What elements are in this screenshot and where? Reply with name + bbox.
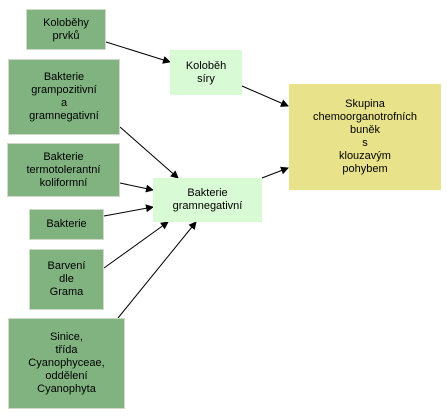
node-bakterie-termotolerantni: Bakterie termotolerantní koliformní <box>7 143 120 197</box>
edge-grampozitivni-to-gramnegativni <box>119 126 179 179</box>
node-bakterie: Bakterie <box>29 209 104 240</box>
node-skupina-label: Skupina chemoorganotrofních buněk s klou… <box>313 98 417 175</box>
node-bakterie-label: Bakterie <box>46 218 87 230</box>
edge-termotolerantni-to-gramnegativni <box>119 182 154 193</box>
node-bakterie-gramnegativni: Bakterie gramnegativní <box>153 178 262 222</box>
node-bakterie-gramnegativni-label: Bakterie gramnegativní <box>172 187 243 212</box>
node-kolobehy-prvku: Koloběhy prvků <box>26 9 106 50</box>
node-kolobeh-siry: Koloběh síry <box>170 50 242 95</box>
node-bakterie-grampozitivni-gramnegativni: Bakterie grampozitivní a gramnegativní <box>8 59 120 135</box>
node-bakterie-termotolerantni-label: Bakterie termotolerantní koliformní <box>26 150 101 189</box>
node-bakterie-grampozitivni-label: Bakterie grampozitivní a gramnegativní <box>29 71 99 122</box>
edge-sinice-to-gramnegativni <box>117 221 197 319</box>
edge-gramnegativni-to-skupina <box>261 166 289 179</box>
node-sinice: Sinice, třída Cyanophyceae, oddělení Cya… <box>8 318 125 409</box>
node-barveni-dle-grama: Barvení dle Grama <box>29 249 104 310</box>
node-barveni-dle-grama-label: Barvení dle Grama <box>47 260 86 298</box>
node-sinice-label: Sinice, třída Cyanophyceae, oddělení Cya… <box>28 331 105 395</box>
edge-kolobehy-to-kolobeh-siry <box>105 41 171 64</box>
edge-barveni-to-gramnegativni <box>103 221 169 269</box>
node-kolobehy-prvku-label: Koloběhy prvků <box>43 16 89 42</box>
edge-bakterie-to-gramnegativni <box>103 204 154 217</box>
edge-kolobeh-siry-to-skupina <box>241 85 289 107</box>
node-skupina-chemoorganotrofnich-bunek: Skupina chemoorganotrofních buněk s klou… <box>289 84 441 190</box>
node-kolobeh-siry-label: Koloběh síry <box>185 59 227 85</box>
